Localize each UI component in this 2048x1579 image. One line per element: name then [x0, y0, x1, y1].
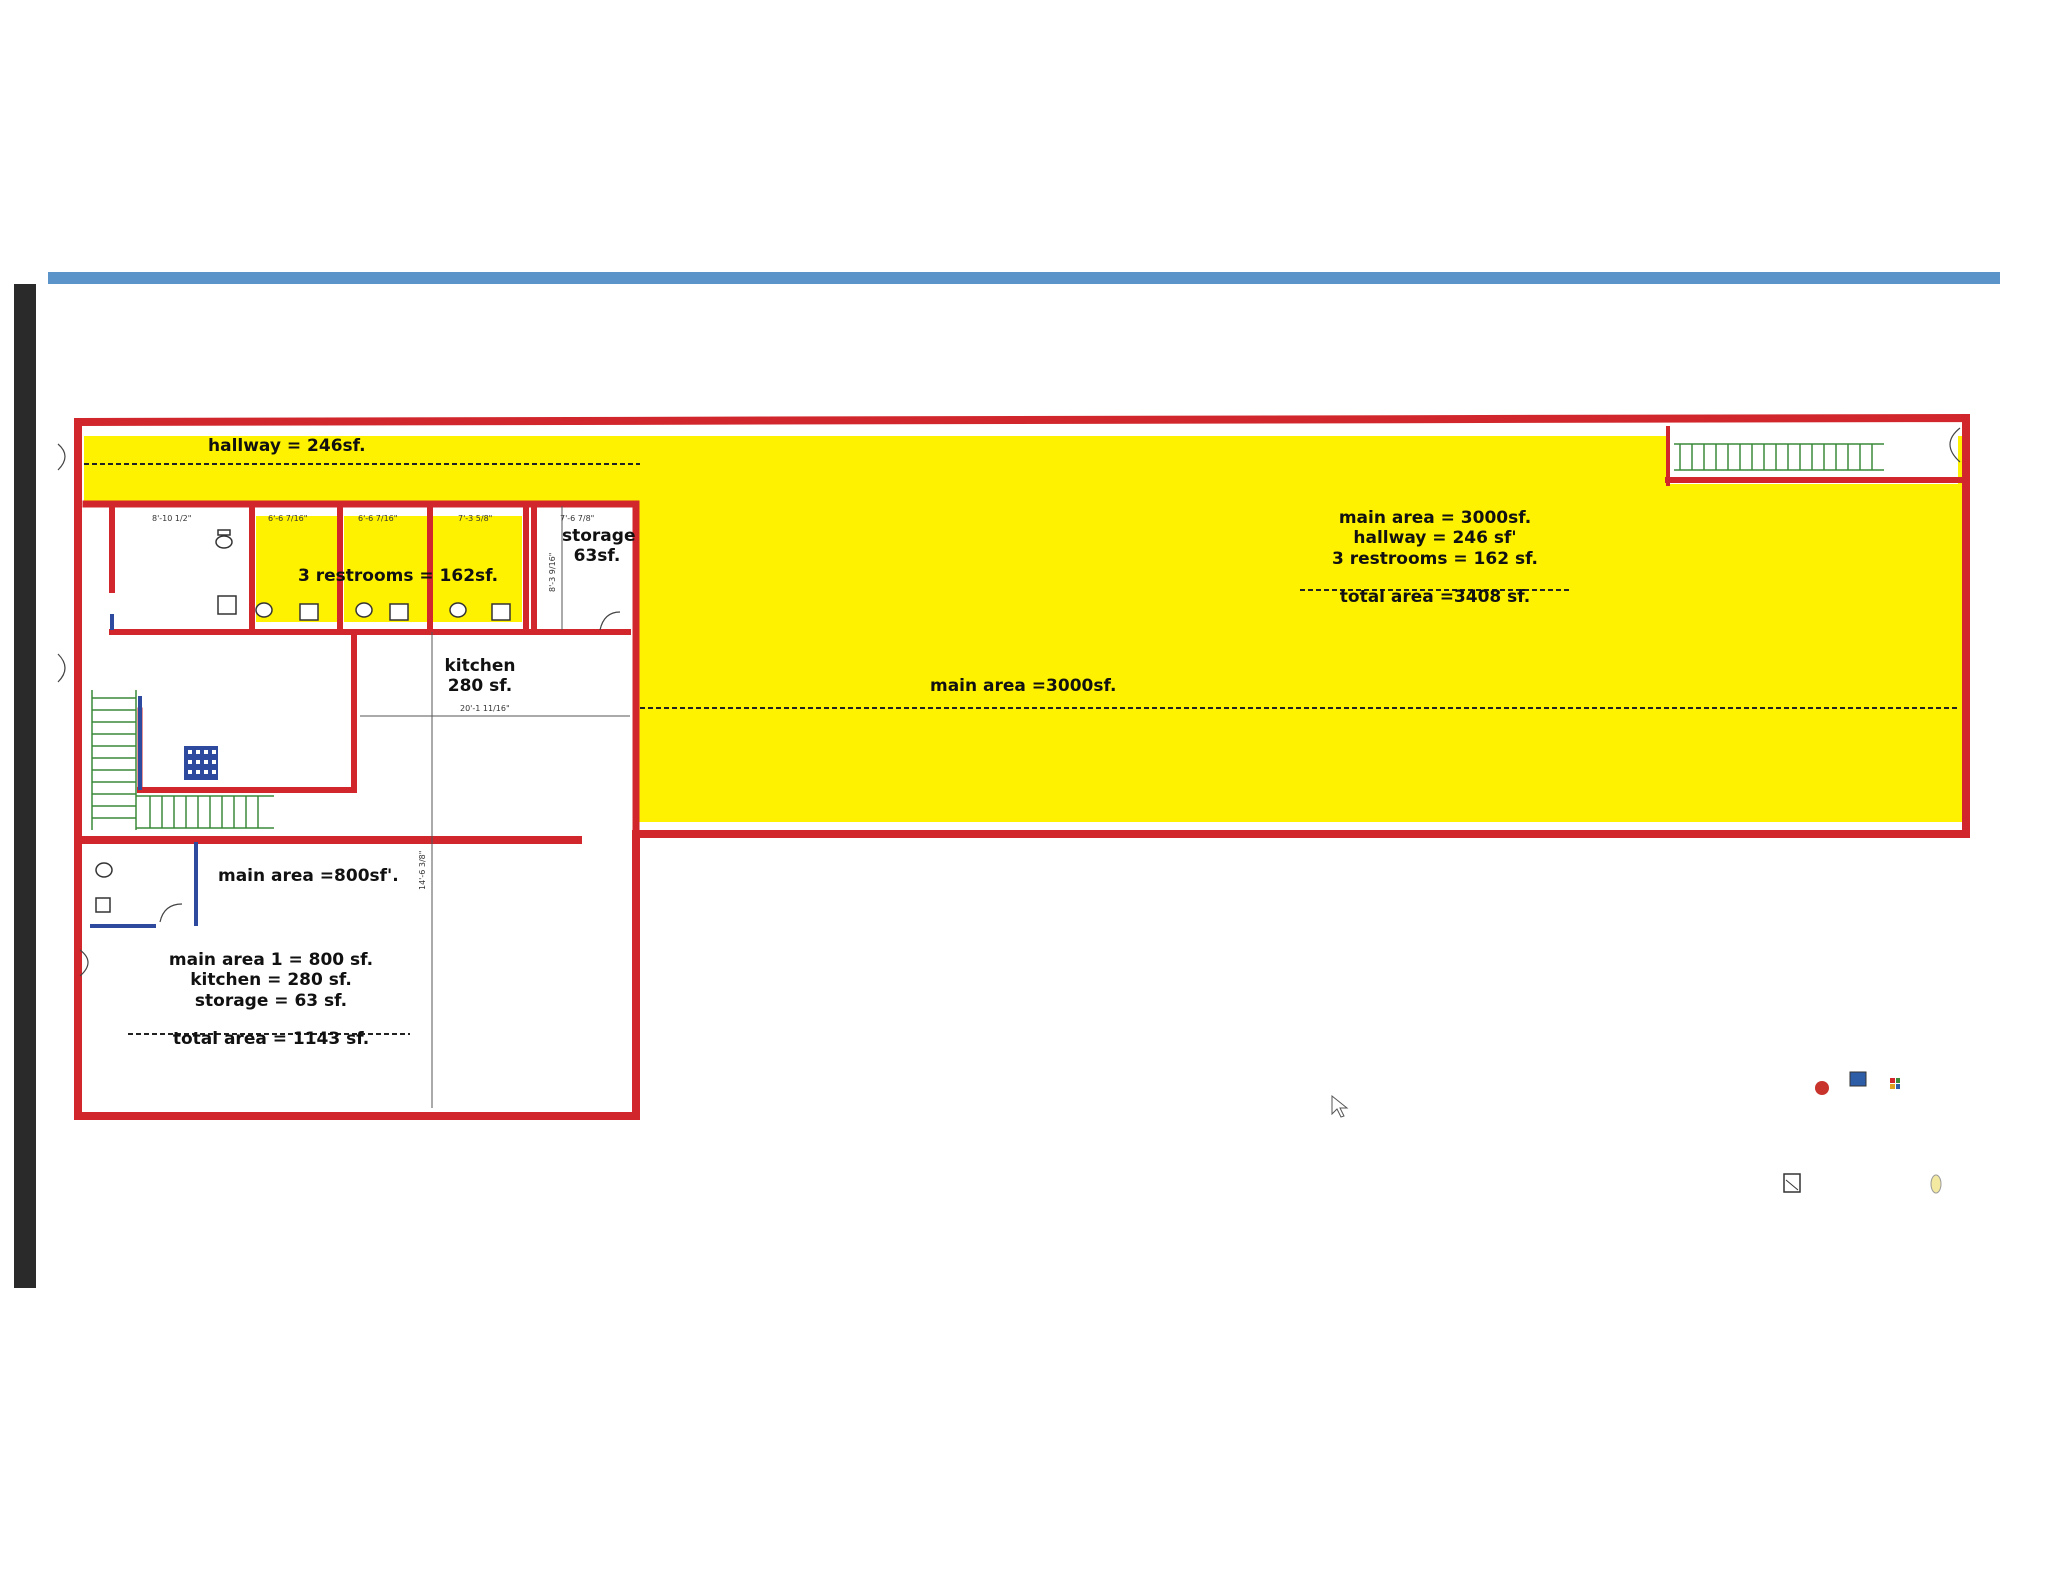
stairs-top-right — [1674, 443, 1884, 471]
cursor-icon — [1331, 1094, 1349, 1118]
summary-left-total: total area = 1143 sf. — [172, 1029, 370, 1050]
dimension-label: 7'-3 5/8" — [458, 514, 493, 523]
main-area-left-label: main area =800sf'. — [218, 866, 399, 886]
sink-icon — [217, 595, 237, 615]
red-circle-icon — [1815, 1081, 1829, 1095]
stove-icon — [184, 746, 218, 780]
sink-icon — [299, 603, 319, 621]
main-area-highlight — [636, 436, 1962, 822]
sink-icon — [389, 603, 409, 621]
thin-lines — [360, 506, 630, 1108]
stair-cutout — [1668, 428, 1958, 484]
sink-icon — [491, 603, 511, 621]
walls — [74, 413, 1970, 1120]
document-icon — [1783, 1173, 1801, 1193]
summary-left-line1: main area 1 = 800 sf. — [168, 950, 374, 970]
dimension-label: 8'-3 9/16" — [548, 552, 557, 592]
summary-left-line2: kitchen = 280 sf. — [190, 970, 352, 991]
highlighted-areas — [84, 428, 1964, 822]
summary-right-line3: 3 restrooms = 162 sf. — [1331, 548, 1538, 569]
scanner-top-bar — [48, 272, 2000, 284]
desktop-icons-row — [1783, 1173, 1942, 1194]
dimension-label: 7'-6 7/8" — [560, 514, 595, 523]
doors — [57, 427, 1961, 977]
stairs-left — [91, 690, 274, 830]
sink-icon — [95, 897, 111, 913]
fixtures — [95, 529, 511, 913]
summary-right-total: total area =3408 sf. — [1339, 587, 1531, 608]
toilet-icon — [355, 602, 373, 618]
toilet-icon — [255, 602, 273, 618]
main-area-right-label: main area =3000sf. — [930, 676, 1117, 696]
dimension-label: 14'-6 3/8" — [418, 850, 427, 890]
restrooms-label: 3 restrooms = 162sf. — [298, 566, 499, 586]
dimension-label: 6'-6 7/16" — [268, 514, 308, 523]
dimension-label: 6'-6 7/16" — [358, 514, 398, 523]
summary-right-line2: hallway = 246 sf' — [1353, 528, 1517, 549]
blue-walls — [90, 614, 198, 928]
summary-left: main area 1 = 800 sf. kitchen = 280 sf. … — [126, 950, 416, 1050]
restroom-highlight-2 — [344, 516, 428, 622]
toilet-icon — [449, 602, 467, 618]
dashed-lines — [84, 463, 1960, 1035]
summary-right-line1: main area = 3000sf. — [1338, 508, 1532, 528]
kitchen-label: kitchen 280 sf. — [444, 656, 516, 697]
photo-icon — [1849, 1071, 1867, 1087]
toilet-icon — [95, 862, 113, 878]
storage-label: storage 63sf. — [562, 526, 636, 567]
scanner-left-bar — [14, 284, 36, 1288]
desktop-icons-cluster — [1815, 1071, 1900, 1095]
colorful-grid-icon — [1890, 1078, 1900, 1089]
oval-icon — [1930, 1174, 1942, 1194]
dimension-label: 8'-10 1/2" — [152, 514, 192, 523]
hallway-label: hallway = 246sf. — [208, 436, 366, 456]
toilet-icon — [215, 529, 233, 549]
summary-left-line3: storage = 63 sf. — [194, 990, 348, 1011]
stairs — [91, 443, 1884, 830]
dimension-label: 20'-1 11/16" — [460, 704, 510, 713]
restroom-highlight-1 — [256, 516, 340, 622]
summary-right: main area = 3000sf. hallway = 246 sf' 3 … — [1290, 508, 1580, 608]
